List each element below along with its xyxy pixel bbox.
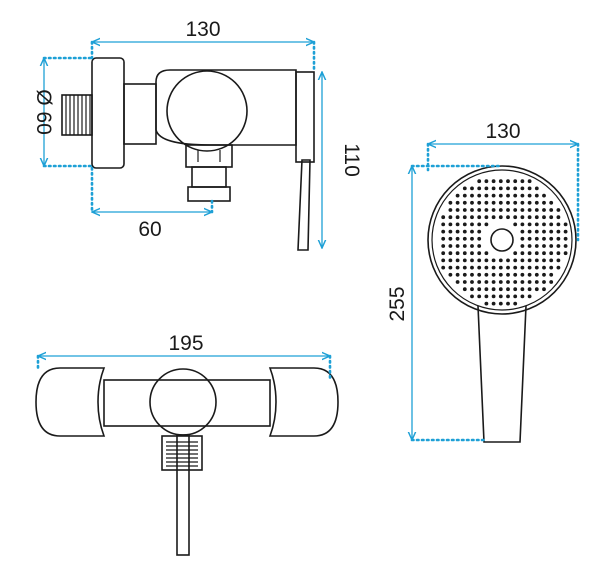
shower-head [427,165,577,315]
hand-shower: 130 255 [386,120,580,443]
side-depth-label: 60 [138,218,161,241]
cartridge-circle [166,70,248,152]
dimension-110: 110 [322,72,363,248]
dimension-130-shower: 130 [426,120,580,242]
mixer-body [155,69,297,146]
side-width-label: 130 [185,18,220,41]
lever-handle [297,159,311,251]
wall-flange [91,57,125,169]
shower-length-label: 255 [386,286,409,321]
control-knob [149,368,217,436]
dimension-60-depth: 60 [90,166,214,241]
shower-width-label: 130 [485,120,520,143]
dimension-diameter-60: Ø 60 [32,56,94,168]
outlet-fitting [185,144,233,202]
lever-plate [295,71,315,163]
front-outlet [161,435,203,471]
threaded-inlet [61,94,93,136]
front-lever [176,434,190,556]
center-nozzle [490,228,514,252]
spray-holes [441,179,568,306]
mixer-bar [103,379,271,427]
front-width-label: 195 [168,332,203,355]
dimension-255: 255 [386,164,504,442]
side-view: 130 Ø 60 60 110 [32,18,363,251]
dimension-195: 195 [36,332,332,380]
connector-pipe [123,83,157,145]
diameter-label: Ø 60 [32,89,55,135]
left-end-cap [35,367,106,437]
front-view: 195 [35,332,339,556]
shower-handle [477,305,527,443]
dimension-130-side: 130 [90,18,316,72]
side-height-label: 110 [340,143,363,176]
right-end-cap [268,367,339,437]
spray-face [431,169,573,311]
